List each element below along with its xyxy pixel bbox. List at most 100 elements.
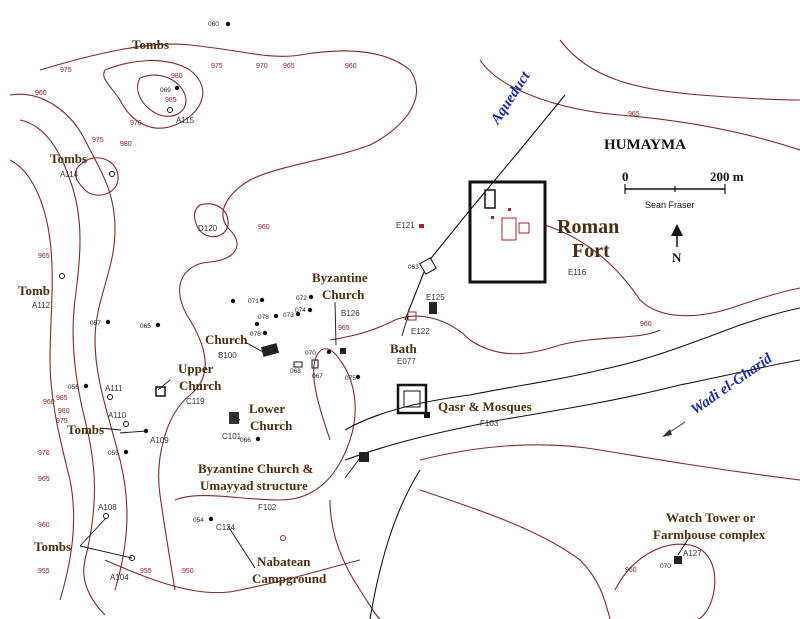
contour-line bbox=[104, 559, 361, 594]
contour-line bbox=[329, 315, 661, 355]
site-structures bbox=[155, 224, 682, 564]
site-number: 070 bbox=[660, 563, 671, 570]
elevation-label: 955 bbox=[140, 568, 152, 575]
elevation-label: 970 bbox=[130, 120, 142, 127]
site-number: 075 bbox=[345, 375, 356, 382]
elevation-label: 965 bbox=[338, 325, 350, 332]
label-tomb-a112: Tomb bbox=[18, 283, 50, 298]
elevation-label: 965 bbox=[38, 253, 50, 260]
aqueduct-reservoir bbox=[419, 257, 437, 275]
contour-line bbox=[137, 74, 187, 117]
code-063: 063 bbox=[408, 264, 419, 271]
fort-label-line1: Roman bbox=[557, 216, 619, 238]
elevation-label: 980 bbox=[171, 73, 183, 80]
code-a108: A108 bbox=[98, 503, 117, 512]
contour-line bbox=[544, 224, 800, 317]
elevation-label: 960 bbox=[38, 522, 50, 529]
code-a112: A112 bbox=[32, 301, 51, 310]
roads-and-channels bbox=[344, 94, 800, 619]
label-watch-tower-1: Watch Tower or bbox=[666, 510, 756, 525]
site-number: 072 bbox=[296, 295, 307, 302]
label-byzantine-church-1: Byzantine bbox=[312, 270, 368, 285]
site-number: 073 bbox=[283, 312, 294, 319]
elevation-label: 975 bbox=[92, 137, 104, 144]
north-label: N bbox=[672, 250, 682, 265]
label-byzantine-church-2: Church bbox=[322, 287, 365, 302]
upper-church-c119 bbox=[155, 386, 166, 397]
code-e121: E121 bbox=[396, 221, 415, 230]
contour-line bbox=[614, 543, 716, 619]
site-number: 070 bbox=[305, 350, 316, 357]
contour-line bbox=[419, 489, 611, 619]
site-number: 065 bbox=[140, 323, 151, 330]
fort-feature bbox=[508, 208, 511, 211]
elevation-label: 955 bbox=[38, 568, 50, 575]
map-title: HUMAYMA bbox=[604, 137, 686, 153]
author-credit: Sean Fraser bbox=[645, 200, 695, 210]
contour-line bbox=[39, 43, 417, 591]
byzantine-umayyad-f102 bbox=[359, 452, 369, 462]
wadi-label: Wadi el-Gharid bbox=[688, 350, 776, 418]
scale-start: 0 bbox=[622, 169, 629, 184]
code-a127: A127 bbox=[683, 549, 702, 558]
elevation-label: 975 bbox=[60, 67, 72, 74]
label-tombs-low: Tombs bbox=[34, 539, 71, 554]
elevation-label: 965 bbox=[38, 476, 50, 483]
site-number: 071 bbox=[248, 298, 259, 305]
qasr-plan bbox=[396, 383, 430, 418]
label-qasr: Qasr & Mosques bbox=[438, 399, 532, 414]
elevation-label: 970 bbox=[38, 450, 50, 457]
structure-067 bbox=[311, 359, 319, 369]
fort-building bbox=[518, 222, 530, 234]
label-tombs-mid: Tombs bbox=[67, 422, 104, 437]
elevation-label: 980 bbox=[120, 141, 132, 148]
code-a109: A109 bbox=[150, 436, 169, 445]
structure-068 bbox=[293, 361, 303, 368]
elevation-label: 970 bbox=[256, 63, 268, 70]
code-b126: B126 bbox=[341, 309, 360, 318]
wadi-line-lower bbox=[344, 359, 800, 461]
elevation-label: 960 bbox=[258, 224, 270, 231]
site-number: 055 bbox=[108, 450, 119, 457]
wadi-flow-arrow bbox=[662, 421, 686, 437]
label-upper-church-2: Church bbox=[179, 378, 222, 393]
code-c124: C124 bbox=[216, 523, 236, 532]
contour-line bbox=[479, 59, 800, 151]
contour-line bbox=[174, 348, 356, 501]
code-f102: F102 bbox=[258, 503, 277, 512]
label-tombs-a114: Tombs bbox=[50, 151, 87, 166]
label-watch-tower-2: Farmhouse complex bbox=[653, 527, 766, 542]
lower-church-c101 bbox=[229, 412, 239, 424]
church-b100 bbox=[260, 343, 280, 357]
byzantine-church-b126 bbox=[340, 348, 346, 354]
elevation-label: 965 bbox=[628, 111, 640, 118]
label-lower-church-2: Church bbox=[250, 418, 293, 433]
watch-tower-a127 bbox=[674, 556, 682, 564]
code-d120: D120 bbox=[198, 224, 218, 233]
scale-end: 200 m bbox=[710, 169, 744, 184]
site-dots bbox=[59, 21, 361, 561]
contour-line bbox=[9, 159, 75, 601]
site-number: 054 bbox=[193, 517, 204, 524]
elevation-label: 960 bbox=[35, 90, 47, 97]
contour-line bbox=[559, 39, 800, 101]
elevation-label: 960 bbox=[43, 399, 55, 406]
site-number: 074 bbox=[295, 307, 306, 314]
contour-line bbox=[19, 119, 106, 616]
elevation-labels: 975 980 985 975 970 965 960 960 960 965 … bbox=[35, 63, 652, 575]
contour-line bbox=[193, 203, 229, 238]
code-a110: A110 bbox=[108, 411, 127, 420]
elevation-label: 960 bbox=[625, 567, 637, 574]
code-a104: A104 bbox=[110, 573, 129, 582]
label-tombs-top: Tombs bbox=[132, 37, 169, 52]
elevation-label: 975 bbox=[211, 63, 223, 70]
elevation-label: 965 bbox=[283, 63, 295, 70]
site-number: 078 bbox=[258, 314, 269, 321]
fort-label-line2: Fort bbox=[572, 240, 610, 262]
structure-e121 bbox=[419, 224, 424, 228]
elevation-label: 960 bbox=[345, 63, 357, 70]
contour-line bbox=[103, 60, 204, 129]
code-a115: A115 bbox=[176, 116, 195, 125]
site-number: 057 bbox=[90, 320, 101, 327]
